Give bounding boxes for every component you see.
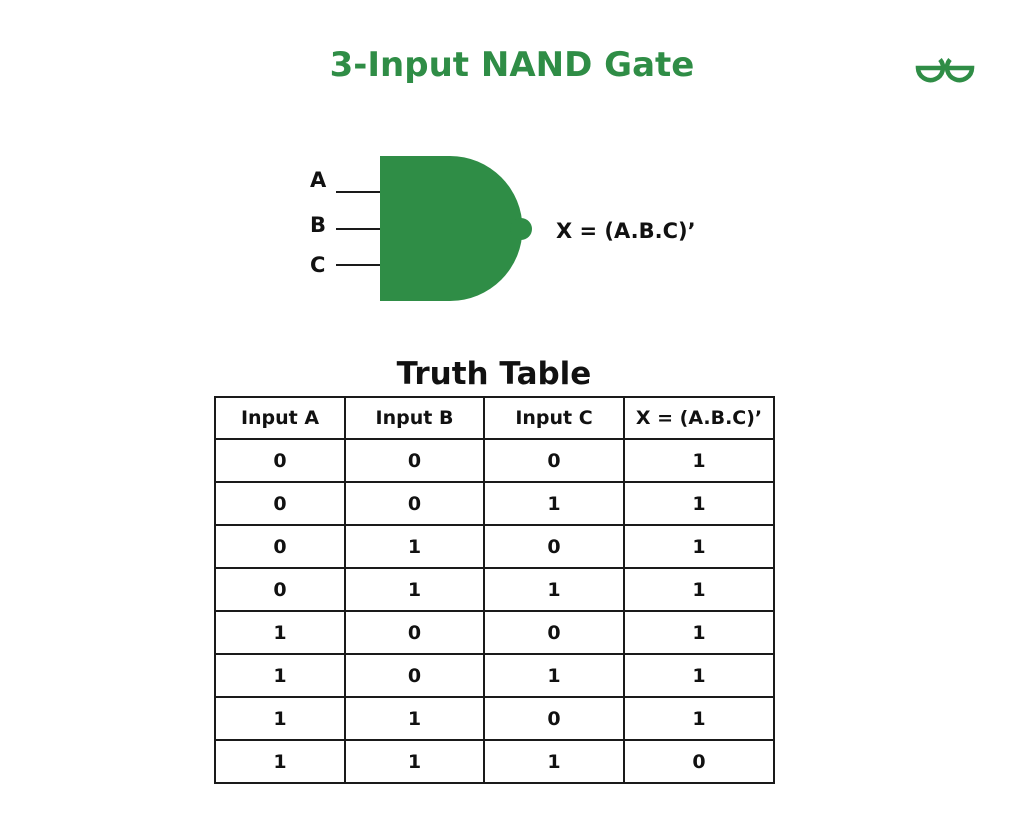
cell-output-x: 1 [623, 653, 775, 698]
header-input-b: Input B [344, 396, 485, 440]
cell-input-b: 1 [344, 739, 485, 784]
cell-input-b: 0 [344, 438, 485, 483]
table-row: 0 1 0 1 [214, 524, 775, 569]
cell-input-b: 0 [344, 610, 485, 655]
cell-output-x: 1 [623, 481, 775, 526]
cell-input-c: 1 [483, 739, 625, 784]
cell-input-a: 0 [214, 438, 346, 483]
cell-input-a: 0 [214, 567, 346, 612]
cell-input-a: 1 [214, 653, 346, 698]
cell-output-x: 0 [623, 739, 775, 784]
cell-input-c: 0 [483, 610, 625, 655]
cell-input-c: 0 [483, 696, 625, 741]
cell-output-x: 1 [623, 610, 775, 655]
cell-input-a: 0 [214, 524, 346, 569]
header-input-a: Input A [214, 396, 346, 440]
input-a-label: A [310, 168, 327, 192]
cell-input-a: 1 [214, 696, 346, 741]
nand-gate-diagram: A B C X = (A.B.C)’ [300, 150, 720, 310]
header-output-x: X = (A.B.C)’ [623, 396, 775, 440]
truth-table: Input A Input B Input C X = (A.B.C)’ 0 0… [214, 396, 775, 784]
cell-input-b: 1 [344, 696, 485, 741]
table-row: 0 0 0 1 [214, 438, 775, 483]
nand-gate-body [380, 156, 523, 301]
cell-input-b: 0 [344, 481, 485, 526]
cell-input-a: 1 [214, 610, 346, 655]
cell-output-x: 1 [623, 524, 775, 569]
cell-output-x: 1 [623, 438, 775, 483]
page-title: 3-Input NAND Gate [329, 45, 695, 85]
table-row: 1 1 1 0 [214, 739, 775, 784]
cell-input-b: 1 [344, 567, 485, 612]
cell-input-c: 1 [483, 653, 625, 698]
header-input-c: Input C [483, 396, 625, 440]
cell-input-c: 1 [483, 567, 625, 612]
output-expression-label: X = (A.B.C)’ [556, 219, 696, 243]
cell-input-a: 0 [214, 481, 346, 526]
table-row: 1 0 0 1 [214, 610, 775, 655]
cell-input-b: 1 [344, 524, 485, 569]
geeksforgeeks-logo-icon [915, 58, 975, 83]
nand-gate-symbol [336, 156, 532, 301]
table-row: 1 0 1 1 [214, 653, 775, 698]
cell-input-c: 0 [483, 524, 625, 569]
input-b-label: B [310, 213, 327, 237]
table-row: 0 1 1 1 [214, 567, 775, 612]
table-row: 0 0 1 1 [214, 481, 775, 526]
truth-table-title: Truth Table [396, 356, 592, 392]
cell-output-x: 1 [623, 567, 775, 612]
cell-input-c: 1 [483, 481, 625, 526]
cell-input-c: 0 [483, 438, 625, 483]
cell-input-a: 1 [214, 739, 346, 784]
input-c-label: C [310, 253, 326, 277]
cell-output-x: 1 [623, 696, 775, 741]
table-row: 1 1 0 1 [214, 696, 775, 741]
table-header-row: Input A Input B Input C X = (A.B.C)’ [214, 396, 775, 440]
nand-gate-bubble [510, 218, 532, 240]
cell-input-b: 0 [344, 653, 485, 698]
